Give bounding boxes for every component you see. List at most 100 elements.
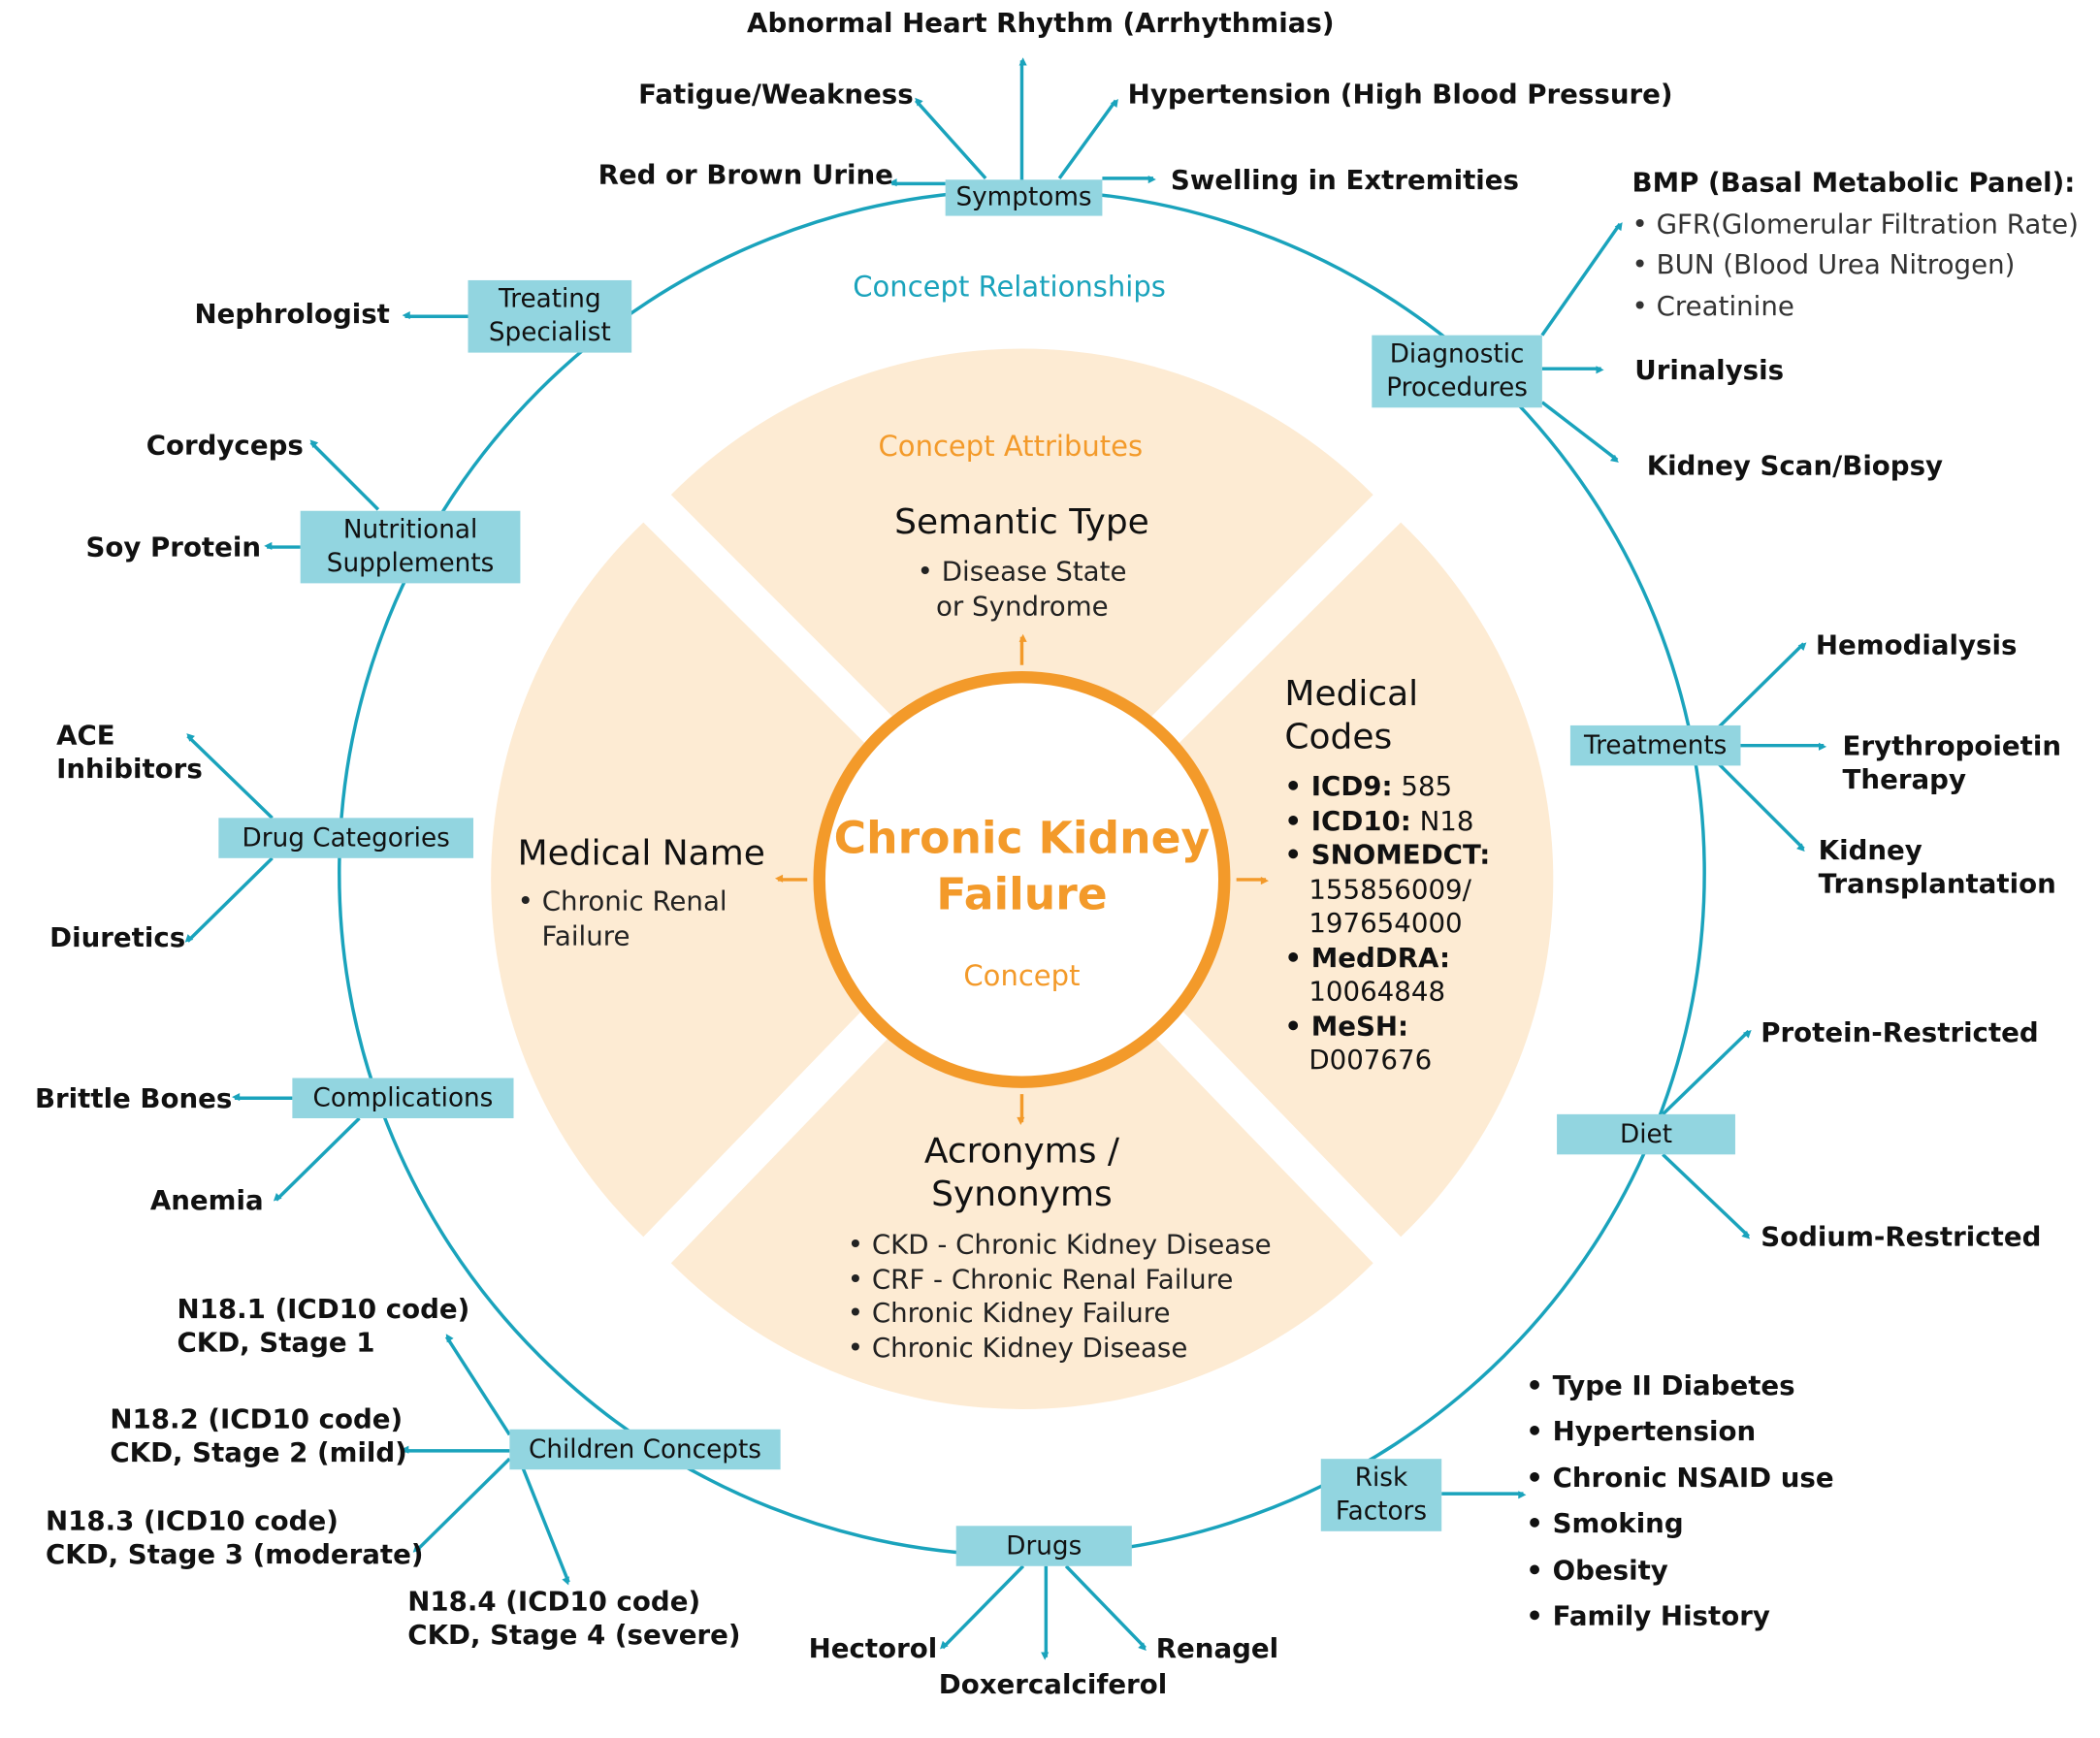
relationship-arrows (184, 57, 1827, 1660)
code-meddra: • MedDRA: (1284, 940, 1451, 974)
diagnostic-procedures-box: Diagnostic Procedures (1372, 335, 1542, 408)
petal-medical-name (491, 522, 995, 1238)
child-concept-line: CKD, Stage 4 (severe) (407, 1618, 741, 1651)
child-concept-item: N18.4 (ICD10 code) CKD, Stage 4 (severe) (407, 1585, 740, 1652)
acronym-item: • Chronic Kidney Disease (847, 1331, 1188, 1364)
medical-name-title: Medical Name (517, 833, 765, 875)
risk-factor-list: • Type II Diabetes • Hypertension • Chro… (1526, 1363, 1833, 1639)
symptom-item: Red or Brown Urine (598, 158, 893, 191)
risk-factor-item: • Obesity (1526, 1553, 1668, 1586)
acronym-item: • CRF - Chronic Renal Failure (847, 1262, 1234, 1295)
medical-name-items: • Chronic Renal Failure (518, 885, 727, 953)
supplement-item: Soy Protein (85, 531, 262, 563)
treatment-item-transplant: Kidney Transplantation (1819, 834, 2056, 901)
risk-factor-item: • Family History (1526, 1599, 1770, 1632)
symptom-item: Hypertension (High Blood Pressure) (1127, 78, 1673, 111)
bmp-item: • GFR(Glomerular Filtration Rate) (1632, 207, 2079, 240)
diagnostic-item: Urinalysis (1634, 353, 1785, 387)
child-concept-item: N18.3 (ICD10 code) CKD, Stage 3 (moderat… (46, 1504, 424, 1571)
specialist-item: Nephrologist (194, 297, 390, 331)
child-concept-line: CKD, Stage 2 (mild) (110, 1435, 407, 1468)
acronym-item: • Chronic Kidney Failure (847, 1296, 1171, 1330)
child-concept-line: N18.3 (ICD10 code) (46, 1504, 339, 1537)
concept-relationships-label: Concept Relationships (853, 271, 1166, 304)
medical-codes-title-line1: Medical (1284, 674, 1419, 715)
diet-item: Sodium-Restricted (1761, 1220, 2042, 1253)
treatments-box: Treatments (1569, 724, 1741, 766)
diagnostic-item: Kidney Scan/Biopsy (1646, 449, 1944, 482)
bmp-item: • BUN (Blood Urea Nitrogen) (1632, 247, 2016, 280)
drug-item: Hectorol (808, 1631, 938, 1664)
treating-specialist-label-line1: Treating (499, 284, 601, 314)
drug-item: Doxercalciferol (938, 1667, 1168, 1701)
complications-box: Complications (292, 1078, 514, 1119)
risk-factor-item: • Smoking (1526, 1507, 1684, 1540)
petal-acronyms (670, 899, 1373, 1409)
acronyms-title-line1: Acronyms / (923, 1131, 1119, 1173)
child-concept-line: CKD, Stage 3 (moderate) (46, 1537, 424, 1570)
drug-category-item: Diuretics (49, 920, 186, 953)
diagnostic-label-line2: Procedures (1386, 372, 1528, 402)
risk-factor-item: • Hypertension (1526, 1415, 1757, 1448)
acronyms-title: Acronyms / Synonyms (821, 1130, 1223, 1215)
acronyms-title-line2: Synonyms (931, 1175, 1113, 1215)
medical-name-item: Failure (541, 918, 630, 951)
complication-item: Anemia (149, 1183, 264, 1216)
drugs-box: Drugs (955, 1526, 1132, 1566)
symptom-item: Abnormal Heart Rhythm (Arrhythmias) (747, 6, 1335, 40)
nutritional-label-line1: Nutritional (342, 514, 478, 545)
code-mesh: • MeSH: (1284, 1009, 1409, 1042)
treatment-item-line: Kidney (1818, 833, 1922, 867)
concept-name-line1: Chronic Kidney (833, 811, 1211, 864)
bmp-block: BMP (Basal Metabolic Panel): • GFR(Glome… (1632, 162, 2079, 326)
complication-item: Brittle Bones (34, 1081, 233, 1114)
treatment-item-line: Erythropoietin (1842, 729, 2062, 762)
diagnostic-label-line1: Diagnostic (1389, 338, 1525, 370)
bmp-title: BMP (Basal Metabolic Panel): (1632, 166, 2076, 199)
concept-attributes-label: Concept Attributes (878, 430, 1144, 463)
child-concept-item: N18.1 (ICD10 code) CKD, Stage 1 (177, 1293, 469, 1360)
petal-semantic-type (670, 348, 1373, 847)
risk-factors-box: Risk Factors (1320, 1459, 1442, 1531)
risk-factor-item: • Chronic NSAID use (1526, 1461, 1834, 1494)
treating-specialist-box: Treating Specialist (468, 279, 632, 353)
petal-medical-codes (1049, 522, 1554, 1238)
drug-category-line: Inhibitors (56, 752, 203, 785)
bmp-item: • Creatinine (1632, 288, 1794, 322)
treatment-item-line: Transplantation (1818, 867, 2056, 900)
child-concept-line: N18.4 (ICD10 code) (407, 1585, 701, 1618)
symptoms-box: Symptoms (945, 179, 1103, 216)
child-concept-line: N18.2 (ICD10 code) (110, 1402, 404, 1435)
acronyms-items: • CKD - Chronic Kidney Disease • CRF - C… (848, 1228, 1272, 1365)
medical-codes-title-line2: Codes (1284, 717, 1393, 758)
symptom-item: Swelling in Extremities (1170, 163, 1519, 196)
concept-name: Chronic Kidney Failure (821, 810, 1223, 922)
supplement-item: Cordyceps (145, 429, 304, 462)
diet-box: Diet (1557, 1113, 1735, 1155)
concept-name-line2: Failure (936, 867, 1108, 920)
diet-item: Protein-Restricted (1761, 1015, 2039, 1049)
code-icd9: • ICD9: 585 (1284, 769, 1453, 802)
medical-codes-list: • ICD9: 585 • ICD10: N18 • SNOMEDCT: 155… (1284, 770, 1490, 1078)
semantic-type-items: • Disease State or Syndrome (918, 555, 1127, 624)
code-meddra-value: 10064848 (1308, 975, 1446, 1008)
symptom-item: Fatigue/Weakness (638, 78, 914, 111)
child-concept-line: CKD, Stage 1 (177, 1326, 375, 1359)
drug-category-item: ACE Inhibitors (56, 719, 203, 786)
semantic-type-item: or Syndrome (935, 589, 1109, 622)
drug-categories-box: Drug Categories (218, 818, 474, 858)
code-mesh-value: D007676 (1308, 1043, 1433, 1076)
risk-factor-item: • Type II Diabetes (1526, 1368, 1795, 1401)
treatment-item-erythropoietin: Erythropoietin Therapy (1843, 729, 2061, 796)
child-concept-line: N18.1 (ICD10 code) (177, 1292, 470, 1325)
child-concept-item: N18.2 (ICD10 code) CKD, Stage 2 (mild) (110, 1402, 406, 1469)
semantic-type-item: • Disease State (917, 555, 1127, 588)
attribute-arrows (774, 633, 1269, 1126)
code-icd10: • ICD10: N18 (1284, 803, 1474, 836)
risk-factors-label-line1: Risk (1354, 1463, 1408, 1493)
children-concepts-box: Children Concepts (509, 1429, 781, 1470)
treating-specialist-label-line2: Specialist (488, 317, 611, 348)
semantic-type-title: Semantic Type (894, 502, 1149, 543)
drug-item: Renagel (1155, 1631, 1279, 1664)
